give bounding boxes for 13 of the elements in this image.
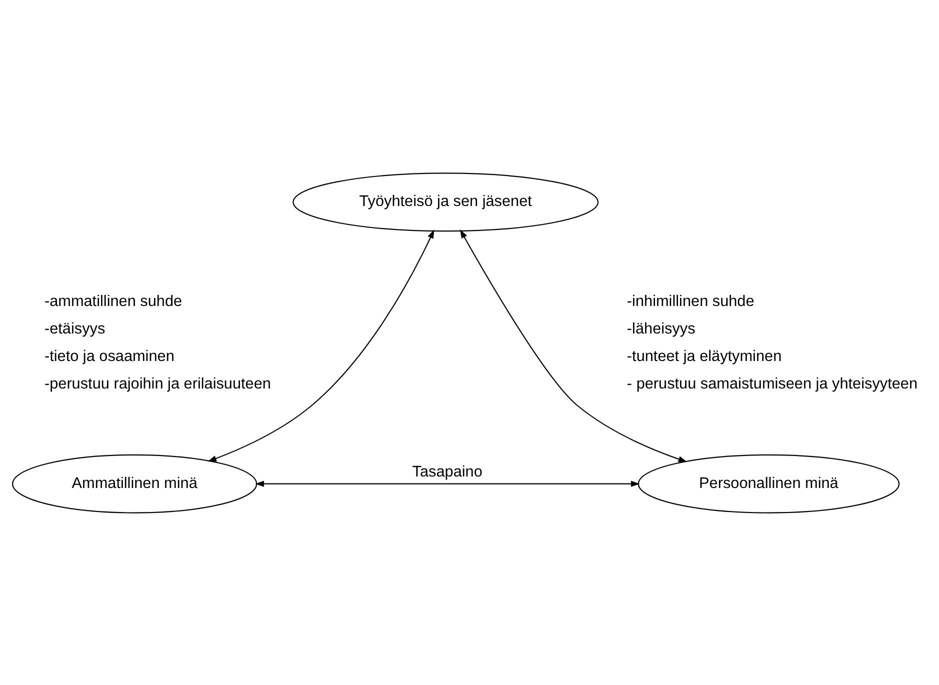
label: -ammatillinen suhde	[44, 292, 182, 310]
label: - perustuu samaistumiseen ja yhteisyyteen	[626, 374, 918, 392]
label: -tieto ja osaaminen	[44, 347, 174, 364]
arrow	[255, 480, 640, 486]
label: -etäisyys	[44, 320, 106, 337]
edge-label: Tasapaino	[412, 462, 482, 480]
arrow	[208, 229, 434, 462]
arrow	[460, 228, 688, 462]
label: -inhimillinen suhde	[626, 292, 754, 310]
label: -läheisyys	[626, 320, 696, 337]
label: -tunteet ja eläytyminen	[626, 347, 782, 364]
label: -perustuu rajoihin ja erilaisuuteen	[44, 374, 271, 392]
node-ellipse: Työyhteisö ja sen jäsenet	[292, 172, 599, 232]
